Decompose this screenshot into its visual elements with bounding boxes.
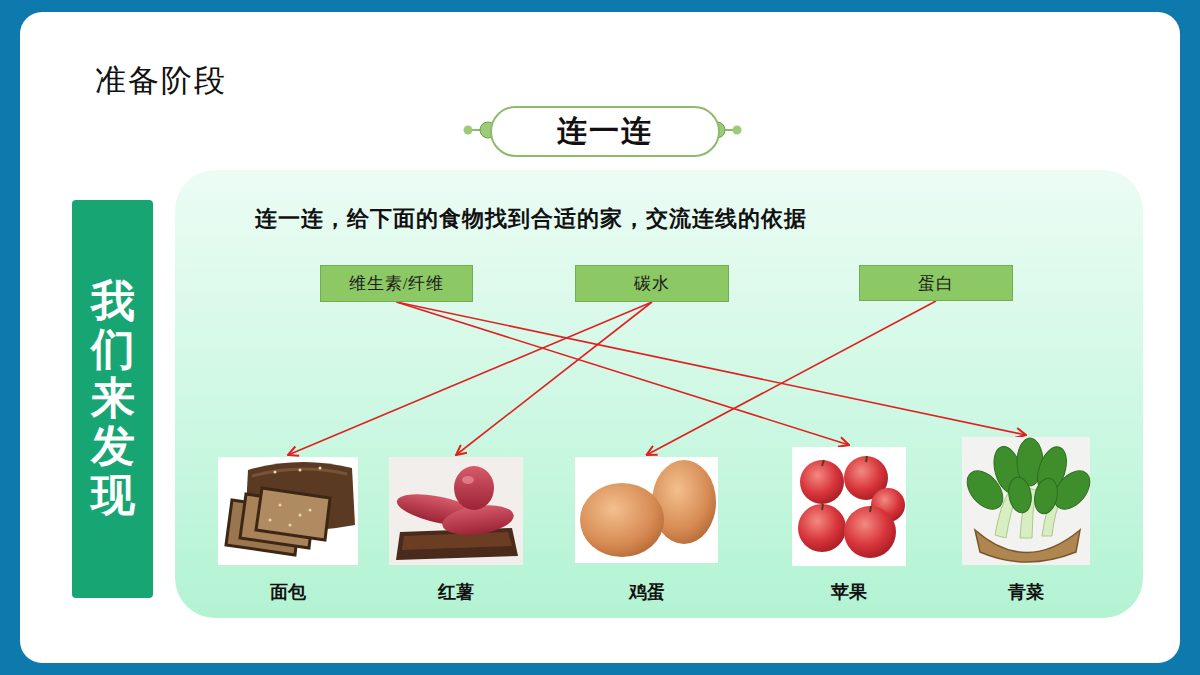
food-caption: 红薯 bbox=[389, 580, 523, 604]
connector-layer bbox=[175, 170, 1143, 618]
food-item: 红薯 bbox=[389, 457, 523, 565]
food-item: 面包 bbox=[218, 457, 358, 565]
activity-panel: 连一连，给下面的食物找到合适的家，交流连线的依据维生素/纤维碳水蛋白面包红薯鸡蛋… bbox=[175, 170, 1143, 618]
food-caption: 青菜 bbox=[962, 580, 1090, 604]
side-banner: 我们来发现 bbox=[72, 200, 153, 598]
food-caption: 鸡蛋 bbox=[575, 580, 718, 604]
box-label: 连一连 bbox=[557, 111, 653, 152]
food-caption: 面包 bbox=[218, 580, 358, 604]
connector-arrow bbox=[288, 302, 652, 455]
category-box: 维生素/纤维 bbox=[320, 265, 473, 302]
header-pill: 连一连 bbox=[490, 106, 720, 157]
box-label: 蛋白 bbox=[918, 272, 954, 295]
instruction-text: 连一连，给下面的食物找到合适的家，交流连线的依据 bbox=[255, 204, 807, 234]
connector-arrow bbox=[397, 302, 1027, 435]
connector-arrow bbox=[456, 302, 652, 455]
box-label: 维生素/纤维 bbox=[349, 272, 445, 295]
category-box: 蛋白 bbox=[859, 265, 1013, 301]
connector-arrow bbox=[397, 302, 850, 445]
food-item: 鸡蛋 bbox=[575, 457, 718, 563]
banner-text: 我们来发现 bbox=[91, 278, 135, 520]
category-box: 碳水 bbox=[575, 265, 729, 302]
connector-arrow bbox=[647, 301, 937, 455]
food-item: 青菜 bbox=[962, 437, 1090, 565]
food-item: 苹果 bbox=[792, 447, 906, 566]
box-label: 碳水 bbox=[634, 272, 670, 295]
food-caption: 苹果 bbox=[792, 580, 906, 604]
page-title: 准备阶段 bbox=[95, 60, 227, 102]
